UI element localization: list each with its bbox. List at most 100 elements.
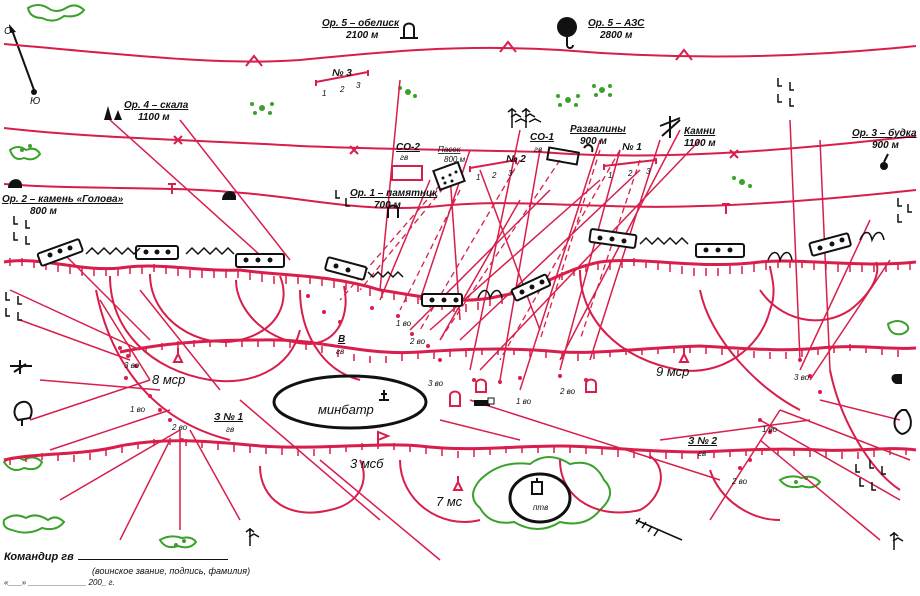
bunker-7 (589, 229, 636, 248)
landmark-4-label: Ор. 4 – скала (124, 100, 189, 111)
unit-minbatr: минбатр (318, 402, 374, 417)
observation-post-icons (474, 398, 494, 406)
dashed-fire-sectors (340, 150, 640, 360)
unit-3msb: 3 мсб (350, 456, 384, 471)
phase-line-1 (4, 44, 916, 62)
vo-1d: 1 во (762, 425, 778, 434)
landmark-1-dist: 700 м (374, 200, 401, 211)
n2-t3: 3 (508, 169, 513, 178)
n3-t2: 2 (339, 85, 345, 94)
bush-left-1 (10, 147, 40, 159)
co2-gv: гв (400, 153, 408, 162)
antitank-gun-icon (532, 478, 542, 494)
landmark-2-label: Ор. 2 – камень «Голова» (2, 194, 124, 205)
ruins-label: Развалины (570, 124, 626, 135)
bunker-8 (696, 244, 744, 257)
co2-label: СО-2 (396, 142, 420, 153)
compass-north: С (4, 26, 12, 37)
bush-bottom-left (160, 536, 196, 547)
n2-label: № 2 (506, 154, 526, 165)
co1-label: СО-1 (530, 132, 554, 143)
n1-label: № 1 (622, 142, 642, 153)
z2-gv: гв (698, 449, 706, 458)
compass-south: Ю (30, 96, 40, 107)
v-gv: гв (336, 347, 344, 356)
co1-gv: гв (534, 145, 542, 154)
z2-label: З № 2 (688, 436, 717, 447)
vo-2b: 2 во (559, 387, 576, 396)
bunker-4 (325, 257, 367, 280)
signature-note: (воинское звание, подпись, фамилия) (92, 566, 364, 576)
landmark-5-obelisk-dist: 2100 м (345, 30, 379, 41)
landmark-1-label: Ор. 1 – памятник (350, 188, 438, 199)
ruins-dist: 900 м (580, 136, 607, 147)
obelisk-icon (400, 24, 418, 39)
pasek-dist: 800 м (444, 155, 466, 164)
phase-line-markers (168, 42, 738, 214)
rock-icon (104, 106, 122, 120)
v-label: В (338, 334, 345, 345)
vo-3c: 3 во (794, 373, 810, 382)
commander-label: Командир гв (4, 551, 74, 563)
unit-9msr: 9 мср (656, 364, 689, 379)
co2-box (392, 166, 422, 180)
vo-1b: 1 во (516, 397, 532, 406)
booth-icon (880, 154, 888, 170)
landmark-4-dist: 1100 м (138, 112, 170, 123)
bunker-3 (236, 254, 284, 267)
unit-ptv: птв (533, 503, 548, 512)
vo-2d: 2 во (731, 477, 748, 486)
unit-8msr: 8 мср (152, 372, 185, 387)
landmark-3-dist: 900 м (872, 140, 899, 151)
vo-2a: 2 во (409, 337, 426, 346)
right-blob-icon (892, 374, 911, 434)
landmark-5-gas-dist: 2800 м (599, 30, 633, 41)
z1-label: З № 1 (214, 412, 243, 423)
vo-3b: 3 во (124, 361, 140, 370)
date-line: «___» _____________ 200_ г. (4, 578, 364, 587)
stones-label: Камни (684, 126, 715, 137)
gas-station-icon (557, 17, 577, 48)
stones-dist: 1100 м (684, 138, 716, 149)
n3-t1: 1 (322, 89, 326, 98)
hq-flags (174, 348, 688, 490)
pasek-label: Пасек (438, 145, 462, 154)
compass-arrow-icon: С Ю (4, 24, 40, 107)
tree-blob-icon (15, 402, 32, 426)
signature-line[interactable] (78, 549, 228, 560)
n1-t3: 3 (646, 167, 651, 176)
company-areas (96, 262, 900, 522)
n2-t1: 1 (476, 173, 480, 182)
n3-label: № 3 (332, 68, 352, 79)
signature-block: Командир гв (воинское звание, подпись, ф… (4, 547, 364, 587)
vo-1c: 1 во (130, 405, 146, 414)
bush-left-bottom-2 (4, 515, 64, 532)
helicopter-icon (10, 360, 32, 374)
tree-icons (246, 108, 903, 550)
bunker-2 (136, 246, 178, 259)
n1-t1: 1 (608, 171, 612, 180)
position-labels: СО-2 гв СО-1 гв № 3 1 2 3 № 2 1 2 3 № 1 … (214, 68, 717, 458)
n1-t2: 2 (627, 169, 633, 178)
z1-gv: гв (226, 425, 234, 434)
bunker-5 (422, 294, 462, 306)
pasek-icon (433, 162, 464, 190)
landmark-3-label: Ор. 3 – будка (852, 127, 917, 139)
landmark-5-obelisk-label: Ор. 5 – обелиск (322, 17, 400, 29)
vo-1a: 1 во (396, 319, 412, 328)
unit-7ms: 7 мс (436, 494, 463, 509)
second-trench-ticks (10, 340, 906, 465)
n3-t3: 3 (356, 81, 361, 90)
landmark-5-gas-label: Ор. 5 – АЗС (588, 18, 645, 29)
bunker-1 (37, 239, 83, 266)
bush-top-left (28, 5, 84, 21)
n2-t2: 2 (491, 171, 497, 180)
mortar-symbol-icon (379, 390, 389, 400)
landmark-labels: Ор. 5 – обелиск 2100 м Ор. 5 – АЗС 2800 … (2, 17, 917, 217)
vo-2c: 2 во (171, 423, 188, 432)
landmark-2-dist: 800 м (30, 206, 57, 217)
bush-right-mid (888, 321, 908, 334)
bunker-9 (809, 233, 851, 256)
phase-line-3 (4, 184, 916, 208)
